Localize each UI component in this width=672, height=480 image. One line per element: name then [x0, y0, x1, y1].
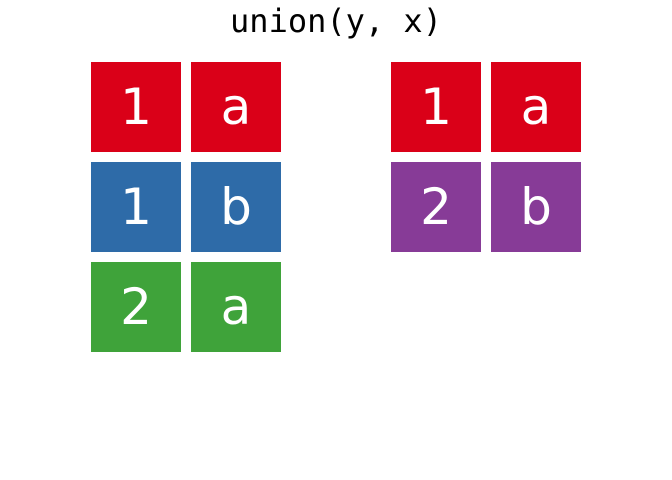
- left-table-cell-r2c1: a: [191, 262, 281, 352]
- left-table-cell-r2c0: 2: [91, 262, 181, 352]
- left-table-cell-r1c0: 1: [91, 162, 181, 252]
- figure-title: union(y, x): [230, 2, 442, 40]
- right-table-cell-r1c0: 2: [391, 162, 481, 252]
- right-table-cell-r0c0: 1: [391, 62, 481, 152]
- right-table-cell-r1c1: b: [491, 162, 581, 252]
- right-table: 1 a 2 b: [391, 62, 581, 252]
- left-table-cell-r0c0: 1: [91, 62, 181, 152]
- left-table-cell-r0c1: a: [191, 62, 281, 152]
- left-table-cell-r1c1: b: [191, 162, 281, 252]
- left-table: 1 a 1 b 2 a: [91, 62, 281, 352]
- right-table-cell-r0c1: a: [491, 62, 581, 152]
